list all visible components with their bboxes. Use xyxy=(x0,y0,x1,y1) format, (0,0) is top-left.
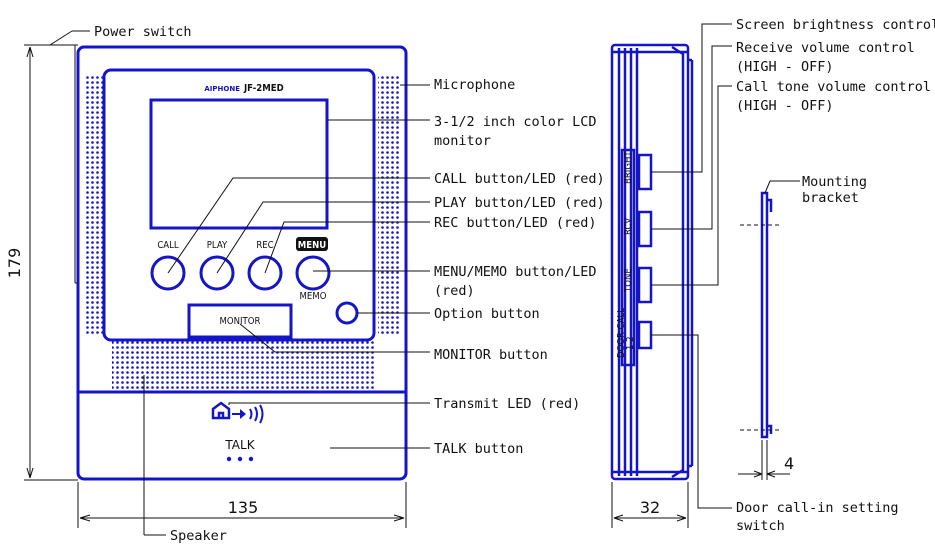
switch-panel xyxy=(620,148,636,367)
door-call-callout-line2: switch xyxy=(736,518,785,534)
menu-label: MENU xyxy=(298,240,327,251)
door-call-switch[interactable] xyxy=(637,320,653,350)
talk-dot xyxy=(248,456,254,462)
menu-callout-line2: (red) xyxy=(434,283,475,299)
microphone-callout: Microphone xyxy=(434,77,515,93)
receive-volume-callout-line1: Receive volume control xyxy=(736,40,915,56)
menu-callout-line1: MENU/MEMO button/LED xyxy=(434,264,597,280)
option-button[interactable] xyxy=(335,301,359,325)
call-tone-callout-line2: (HIGH - OFF) xyxy=(736,98,834,114)
side-view xyxy=(610,43,694,481)
width-dimension xyxy=(77,482,407,528)
grille-left xyxy=(84,74,104,334)
mounting-callout-line2: bracket xyxy=(802,190,859,206)
play-label: PLAY xyxy=(207,240,228,251)
side-housing xyxy=(610,43,690,481)
speaker-grille xyxy=(112,336,374,390)
rcv-label: RCV xyxy=(623,218,634,235)
receive-volume-control[interactable] xyxy=(637,210,653,248)
call-callout: CALL button/LED (red) xyxy=(434,171,605,187)
lcd-monitor xyxy=(149,98,329,230)
monitor-label: MONITOR xyxy=(220,316,261,327)
receive-volume-callout-line2: (HIGH - OFF) xyxy=(736,59,834,75)
transmit-callout: Transmit LED (red) xyxy=(434,396,580,412)
brightness-control[interactable] xyxy=(637,153,653,191)
monitor-button[interactable] xyxy=(187,303,293,339)
transmit-led-icon xyxy=(211,401,264,424)
door-call-label: DOOR CALL xyxy=(616,308,627,358)
rec-callout: REC button/LED (red) xyxy=(434,215,597,231)
memo-label: MEMO xyxy=(300,291,327,302)
bracket-leaders xyxy=(738,180,800,480)
side-leaders xyxy=(651,23,732,509)
height-dimension xyxy=(24,44,78,481)
front-leaders xyxy=(49,30,430,536)
call-label: CALL xyxy=(157,240,179,251)
play-callout: PLAY button/LED (red) xyxy=(434,195,605,211)
talk-dot xyxy=(226,456,232,462)
talk-label: TALK xyxy=(224,438,255,452)
call-tone-callout-line1: Call tone volume control xyxy=(736,79,931,95)
lcd-callout-line2: monitor xyxy=(434,133,491,149)
microphone-grille xyxy=(378,74,400,334)
door-call-callout-line1: Door call-in setting xyxy=(736,500,899,516)
menu-memo-button[interactable] xyxy=(295,255,331,291)
front-view: AIPHONE JF-2MED CALL PLAY REC MENU MEMO … xyxy=(76,45,408,481)
menu-label-box xyxy=(296,237,328,251)
width-value: 135 xyxy=(228,498,259,517)
bright-label: BRIGHT xyxy=(623,151,634,184)
depth-value: 32 xyxy=(640,498,660,517)
rec-label: REC xyxy=(256,240,273,251)
model-label: JF-2MED xyxy=(243,83,284,94)
call-tone-volume-control[interactable] xyxy=(637,266,653,304)
talk-callout: TALK button xyxy=(434,441,523,457)
talk-dot xyxy=(237,456,243,462)
height-value: 179 xyxy=(5,248,24,279)
speaker-callout: Speaker xyxy=(170,528,227,544)
option-callout: Option button xyxy=(434,306,540,322)
mounting-callout-line1: Mounting xyxy=(802,174,867,190)
bracket-dim-value: 4 xyxy=(784,454,794,473)
lcd-callout-line1: 3-1/2 inch color LCD xyxy=(434,114,597,130)
power-switch-callout: Power switch xyxy=(94,24,192,40)
monitor-callout: MONITOR button xyxy=(434,347,548,363)
brand-logo: AIPHONE xyxy=(204,85,240,93)
door-call-positions: 1 2 xyxy=(625,336,636,350)
tone-label: TONE xyxy=(623,268,634,293)
brightness-callout: Screen brightness control xyxy=(736,17,935,33)
depth-dimension xyxy=(611,482,689,528)
mounting-bracket xyxy=(760,191,773,439)
